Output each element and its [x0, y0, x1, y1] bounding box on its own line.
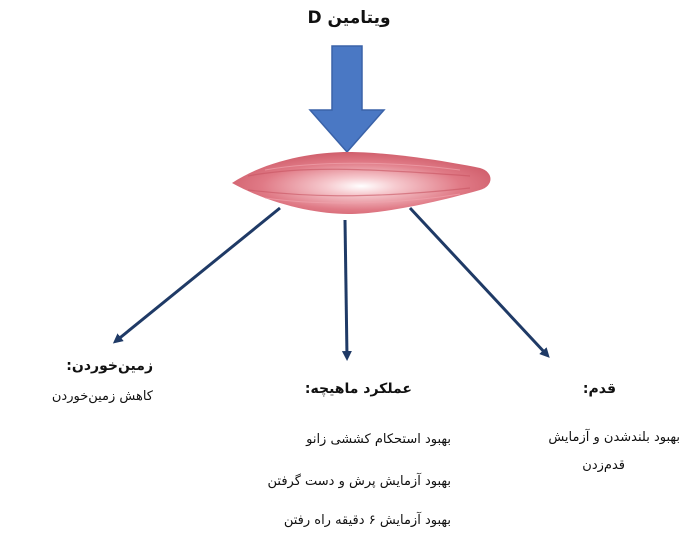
diagram-title: ویتامین D — [0, 8, 698, 28]
gait-line-2: قدم‌زدن — [582, 458, 625, 473]
arrow-to-falls — [116, 208, 280, 341]
muscle-illustration — [232, 152, 491, 214]
arrow-to-muscle-function — [345, 220, 347, 357]
falls-heading: زمین‌خوردن: — [66, 358, 153, 374]
gait-heading: قدم: — [583, 381, 616, 397]
muscle-function-line-2: بهبود آزمایش پرش و دست گرفتن — [268, 474, 452, 489]
vitamin-d-arrow — [310, 46, 384, 152]
arrow-to-gait — [410, 208, 547, 355]
gait-line-1: بهبود بلندشدن و آزمایش — [548, 430, 680, 445]
muscle-function-line-3: بهبود آزمایش ۶ دقیقه راه رفتن — [284, 513, 451, 528]
muscle-function-line-1: بهبود استحکام کششی زانو — [306, 432, 451, 447]
muscle-function-heading: عملکرد ماهیچه: — [305, 381, 412, 397]
falls-line-1: کاهش زمین‌خوردن — [52, 389, 153, 404]
